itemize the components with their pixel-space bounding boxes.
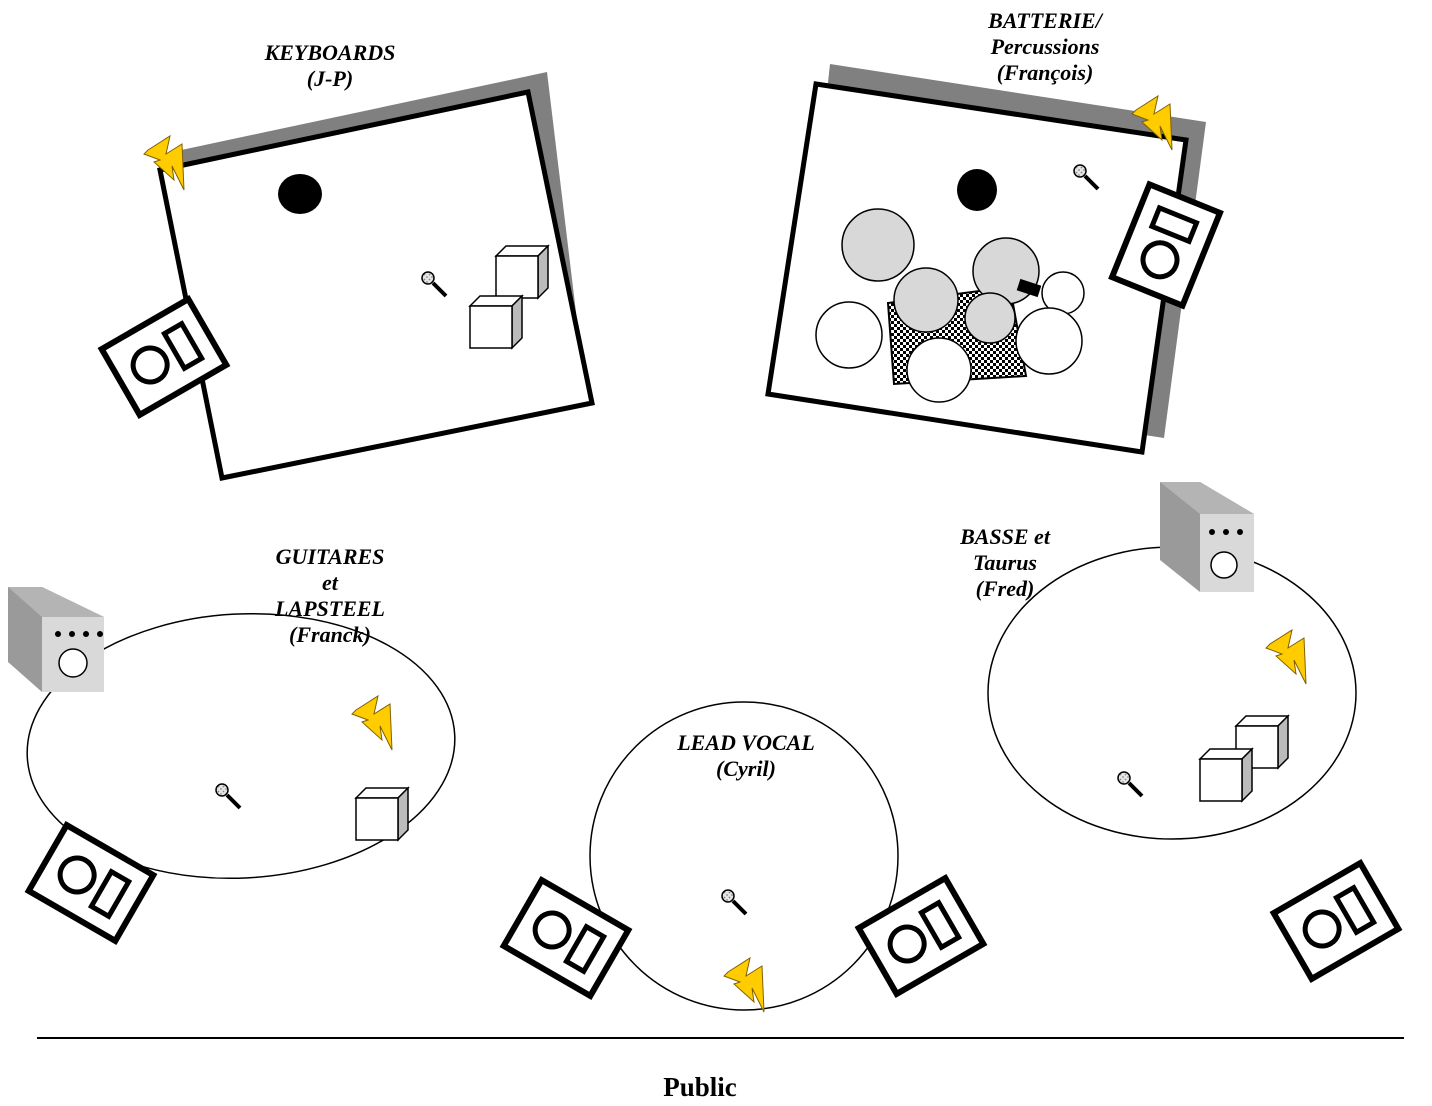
- bass-label-line2: Taurus: [972, 550, 1037, 575]
- guitars-pedal-icon: [355, 787, 409, 841]
- vocal-microphone-icon: [720, 888, 748, 916]
- guitars-label-line4: (Franck): [289, 622, 371, 647]
- keyboards-label-line1: KEYBOARDS: [264, 40, 396, 65]
- bass-pedal-lower-icon: [1199, 748, 1253, 802]
- bass-area: [987, 482, 1399, 979]
- drums-label-line2: Percussions: [990, 34, 1100, 59]
- guitars-label: GUITARES et LAPSTEEL (Franck): [230, 544, 430, 648]
- guitars-power-bolt-icon: [351, 695, 393, 751]
- drums-label-line1: BATTERIE/: [988, 8, 1102, 33]
- keyboards-stand-upper-icon: [495, 245, 549, 299]
- lead-vocal-label-line1: LEAD VOCAL: [677, 730, 815, 755]
- guitars-label-line3: LAPSTEEL: [274, 596, 385, 621]
- keyboards-position-marker: [278, 174, 322, 214]
- lead-vocal-area: [504, 701, 984, 1013]
- guitars-label-line1: GUITARES: [275, 544, 385, 569]
- audience-label: Public: [663, 1072, 737, 1102]
- keyboards-stand-lower-icon: [469, 295, 523, 349]
- bass-label: BASSE et Taurus (Fred): [905, 524, 1105, 602]
- drums-label-line3: (François): [996, 60, 1094, 85]
- keyboards-label: KEYBOARDS (J-P): [230, 40, 430, 92]
- bass-power-bolt-icon: [1265, 629, 1307, 685]
- drums-position-marker: [957, 169, 997, 211]
- vocal-right-monitor-wedge-icon: [859, 878, 984, 994]
- bass-microphone-icon: [1116, 770, 1144, 798]
- guitars-microphone-icon: [214, 782, 242, 810]
- lead-vocal-label-line2: (Cyril): [716, 756, 776, 781]
- vocal-power-bolt-icon: [723, 957, 765, 1013]
- drum-kit-icon: [815, 208, 1085, 403]
- bass-label-line1: BASSE et: [960, 524, 1050, 549]
- lead-vocal-label: LEAD VOCAL (Cyril): [626, 730, 866, 782]
- guitar-amplifier-icon: [8, 587, 104, 692]
- bass-monitor-wedge-icon: [1274, 863, 1399, 979]
- vocal-left-monitor-wedge-icon: [504, 880, 629, 996]
- guitars-area: [8, 587, 456, 941]
- bass-label-line3: (Fred): [975, 576, 1035, 601]
- guitars-label-line2: et: [322, 570, 338, 595]
- bass-amplifier-icon: [1160, 482, 1254, 592]
- keyboards-riser: [102, 72, 595, 481]
- keyboards-label-line2: (J-P): [306, 66, 354, 91]
- guitars-monitor-wedge-icon: [29, 825, 154, 941]
- drums-riser: [765, 64, 1220, 455]
- drums-label: BATTERIE/ Percussions (François): [945, 8, 1145, 86]
